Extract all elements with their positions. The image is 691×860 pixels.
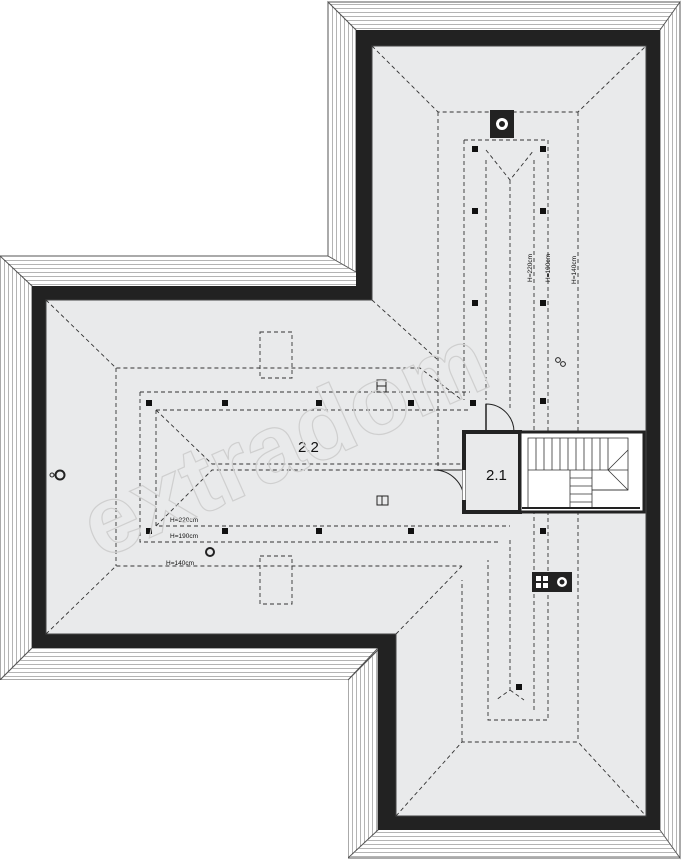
height-label-220-left: H=220cm (170, 517, 198, 524)
fixtures (49, 357, 566, 557)
eave-vertical-left (0, 255, 33, 681)
room-2-1 (433, 403, 522, 514)
posts (146, 146, 546, 690)
eave-vertical-left-upper (327, 0, 357, 273)
room-label-2-1: 2.1 (486, 467, 507, 484)
chimney-top (490, 110, 514, 138)
eave-vertical-right (659, 0, 681, 860)
door-top (485, 403, 515, 433)
height-label-220-right: H=220cm (527, 254, 534, 282)
height-label-190-right: H=190cm (545, 254, 552, 282)
staircase (518, 430, 646, 514)
height-label-190-left: H=190cm (170, 533, 198, 540)
room-label-2-2: 2.2 (298, 439, 319, 456)
eave-vertical-lower (347, 648, 379, 860)
eave-left-bottom (0, 647, 380, 681)
chimney-lower (532, 572, 572, 592)
height-label-140-right: H=140cm (571, 256, 578, 284)
height-label-140-left: H=140cm (166, 560, 194, 567)
